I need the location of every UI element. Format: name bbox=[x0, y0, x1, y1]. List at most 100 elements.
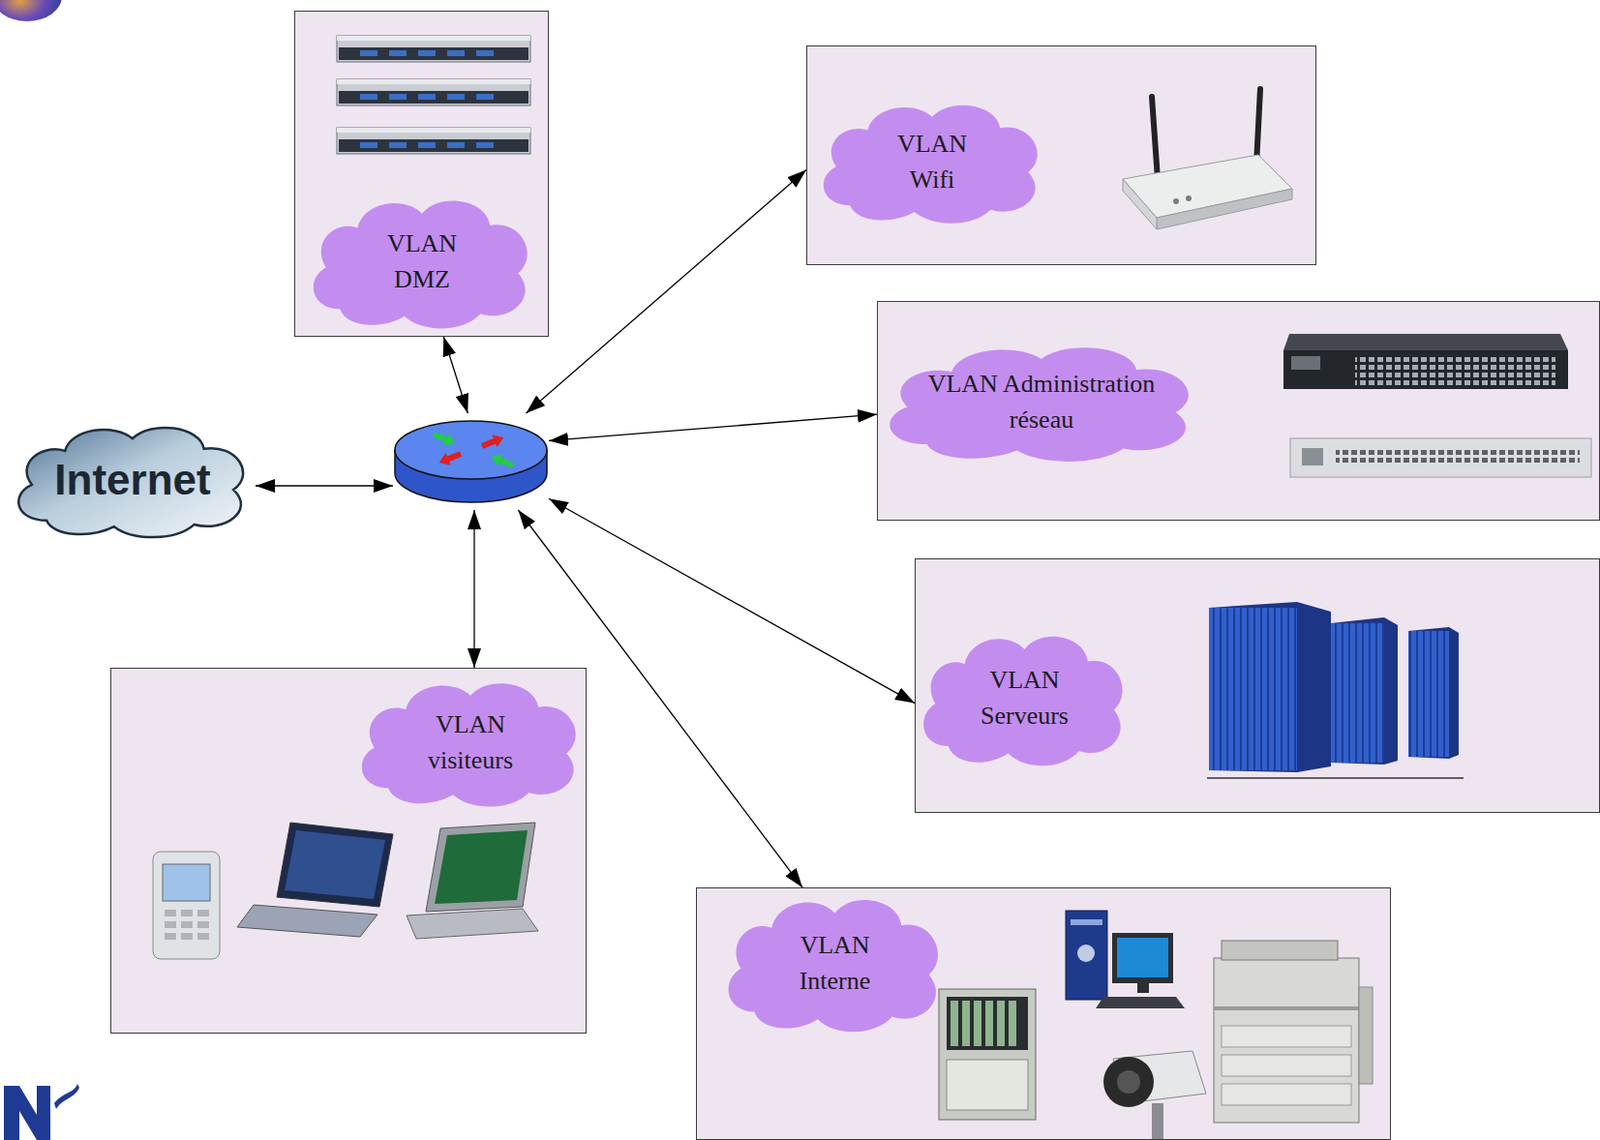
rack-server bbox=[336, 35, 531, 62]
office-equipment bbox=[1358, 987, 1373, 1085]
logo bbox=[3, 1086, 51, 1140]
router-arrow bbox=[479, 431, 506, 453]
network-switch bbox=[1283, 350, 1569, 390]
logo bbox=[0, 0, 80, 1140]
vlan-panel: VLAN DMZ bbox=[294, 10, 549, 337]
vlan-cloud: VLAN Administration réseau bbox=[877, 337, 1206, 466]
office-equipment bbox=[1151, 1103, 1164, 1140]
rack-server bbox=[336, 35, 531, 41]
rack-server bbox=[447, 142, 465, 149]
wifi-access-point bbox=[1151, 96, 1158, 180]
router-arrow bbox=[430, 428, 457, 451]
office-equipment bbox=[946, 996, 1028, 1051]
cloud-shape bbox=[304, 189, 540, 333]
wifi-access-point bbox=[1173, 198, 1179, 205]
network-switch bbox=[1301, 448, 1324, 466]
visitor-devices bbox=[237, 905, 378, 937]
visitor-devices bbox=[162, 864, 211, 902]
cloud-shape bbox=[720, 888, 950, 1037]
cloud-shape bbox=[889, 347, 1189, 462]
visitor-devices bbox=[197, 933, 210, 940]
office-equipment bbox=[1221, 940, 1338, 961]
server-cabinet bbox=[1408, 627, 1459, 759]
rack-server bbox=[476, 142, 494, 149]
office-equipment bbox=[985, 1000, 994, 1047]
vlan-label: VLAN Wifi bbox=[895, 125, 970, 198]
rack-server bbox=[336, 79, 531, 106]
cloud-shape bbox=[823, 105, 1038, 224]
rack-server bbox=[338, 90, 529, 104]
cloud-shape bbox=[815, 94, 1050, 228]
wifi-access-point bbox=[1122, 89, 1293, 230]
office-equipment bbox=[1213, 1006, 1359, 1011]
rack-server bbox=[336, 35, 531, 154]
connector-arrow bbox=[517, 510, 803, 888]
cloud-shape bbox=[313, 201, 528, 330]
visitor-devices bbox=[152, 822, 539, 960]
rack-server bbox=[389, 50, 407, 57]
visitor-devices bbox=[181, 933, 193, 940]
vlan-panel: VLAN Administration réseau bbox=[876, 301, 1600, 521]
visitor-devices bbox=[181, 921, 193, 929]
router-top bbox=[394, 421, 547, 480]
office-equipment bbox=[1221, 1026, 1352, 1048]
vlan-label: VLAN Interne bbox=[797, 927, 874, 999]
logo bbox=[0, 0, 62, 22]
logo bbox=[54, 1084, 80, 1110]
office-equipment bbox=[962, 1000, 970, 1047]
network-switch bbox=[1283, 333, 1569, 351]
panel-fill bbox=[876, 301, 1600, 521]
rack-server bbox=[360, 93, 378, 100]
rack-server bbox=[476, 50, 494, 57]
cloud-shape bbox=[353, 672, 588, 812]
office-equipment bbox=[1103, 1056, 1154, 1108]
server-cabinet bbox=[1330, 617, 1398, 765]
server-cabinet bbox=[1207, 777, 1464, 780]
wifi-access-point bbox=[1256, 89, 1261, 165]
router-arrow bbox=[488, 451, 515, 473]
panel-fill bbox=[110, 667, 587, 1034]
network-switch bbox=[1290, 438, 1592, 478]
rack-server bbox=[447, 93, 465, 100]
vlan-panel: VLAN Interne bbox=[695, 887, 1391, 1140]
office-equipment bbox=[1137, 983, 1149, 994]
rack-server bbox=[418, 93, 436, 100]
visitor-devices bbox=[434, 830, 528, 905]
office-equipment bbox=[950, 1000, 959, 1047]
rack-server bbox=[418, 50, 436, 57]
panel-fill bbox=[695, 887, 1391, 1140]
office-equipment bbox=[946, 1059, 1028, 1111]
network-switch bbox=[1335, 447, 1580, 463]
visitor-devices bbox=[197, 921, 210, 929]
vlan-label: VLAN visiteurs bbox=[425, 706, 516, 779]
internet-cloud: Internet bbox=[9, 418, 256, 542]
visitor-devices bbox=[406, 908, 539, 939]
visitor-devices bbox=[181, 909, 193, 917]
vlan-label: VLAN Administration réseau bbox=[928, 365, 1156, 438]
router-icon bbox=[392, 413, 549, 511]
office-equipment bbox=[1070, 919, 1103, 926]
office-equipment bbox=[1221, 1084, 1352, 1106]
vlan-cloud: VLAN visiteurs bbox=[353, 672, 588, 812]
connector-arrow bbox=[526, 169, 807, 414]
office-equipment bbox=[1221, 1055, 1352, 1077]
visitor-devices bbox=[197, 909, 210, 917]
server-cabinet bbox=[1208, 607, 1298, 771]
cloud-shape bbox=[362, 683, 576, 807]
network-switch bbox=[1283, 333, 1592, 478]
visitor-devices bbox=[152, 851, 220, 960]
cloud-shape bbox=[923, 636, 1122, 767]
office-equipment bbox=[938, 989, 1036, 1120]
rack-server bbox=[389, 93, 407, 100]
connector-arrow bbox=[548, 414, 877, 441]
visitor-devices bbox=[164, 921, 177, 929]
visitor-devices bbox=[164, 909, 177, 917]
vlan-cloud: VLAN Wifi bbox=[815, 94, 1050, 228]
visitor-devices bbox=[276, 822, 393, 907]
rack-server bbox=[338, 47, 529, 61]
office-equipment bbox=[1112, 933, 1174, 984]
router-arrow bbox=[436, 448, 463, 470]
vlan-panel: VLAN visiteurs bbox=[110, 667, 587, 1034]
rack-server bbox=[476, 93, 494, 100]
cloud-label: Internet bbox=[52, 455, 213, 505]
